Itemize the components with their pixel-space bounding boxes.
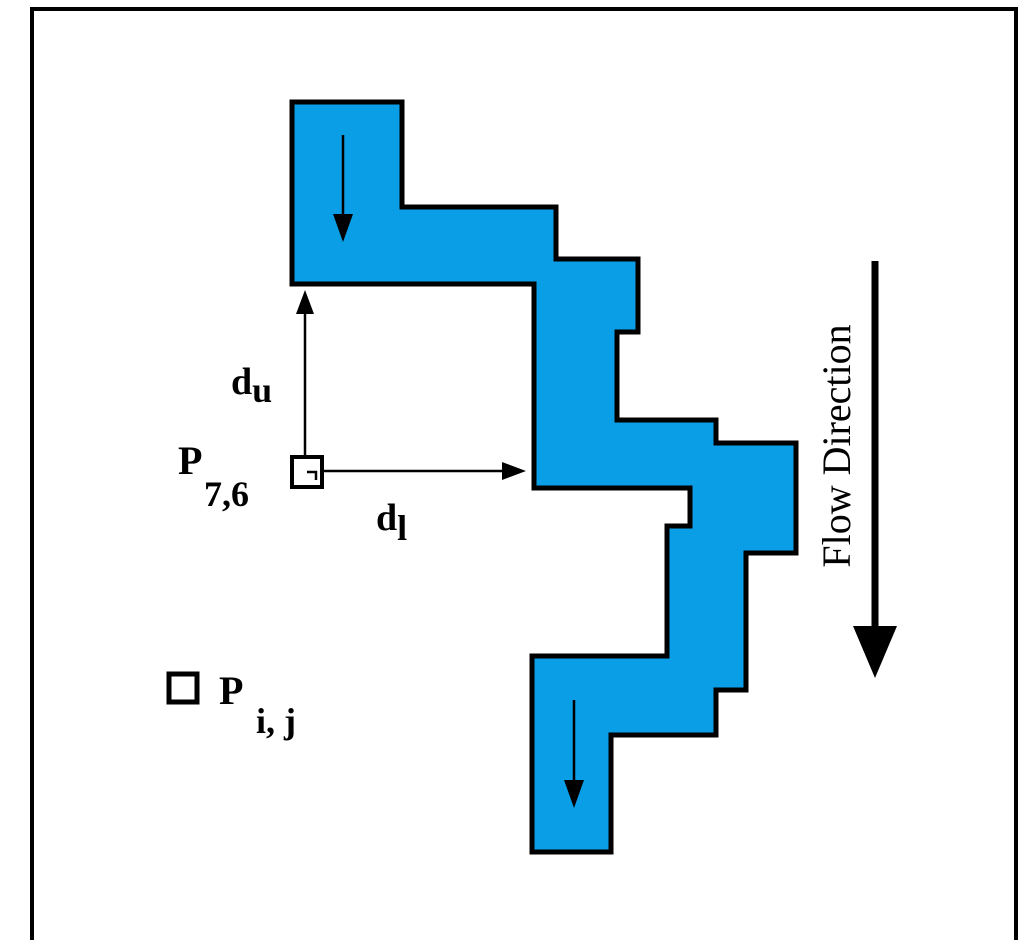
- p76-label-sub: 7,6: [204, 474, 249, 514]
- flow-direction-arrow: [853, 261, 897, 678]
- river-flow-arrow-bottom: [564, 700, 584, 808]
- pij-label: Pi, j: [219, 668, 296, 741]
- du-label: du: [231, 361, 272, 410]
- du-label-sub: u: [252, 370, 272, 410]
- du-distance-arrow: [296, 290, 314, 456]
- diagram-frame: [30, 7, 1018, 940]
- dl-distance-arrow: [323, 462, 526, 480]
- dl-label-sub: l: [397, 508, 407, 548]
- flow-direction-label: Flow Direction: [814, 324, 859, 567]
- pij-label-main: P: [219, 668, 243, 713]
- du-label-main: d: [231, 361, 252, 403]
- p76-label-main: P: [178, 438, 202, 483]
- pij-label-sub: i, j: [256, 701, 296, 741]
- river-flow-arrow-top: [333, 135, 353, 242]
- point-pij-marker: [166, 671, 200, 705]
- river-channel: [289, 99, 799, 855]
- dl-label: dl: [376, 497, 407, 548]
- dl-label-main: d: [376, 497, 397, 539]
- p76-label: P: [178, 438, 202, 483]
- point-p76-marker: [290, 455, 324, 489]
